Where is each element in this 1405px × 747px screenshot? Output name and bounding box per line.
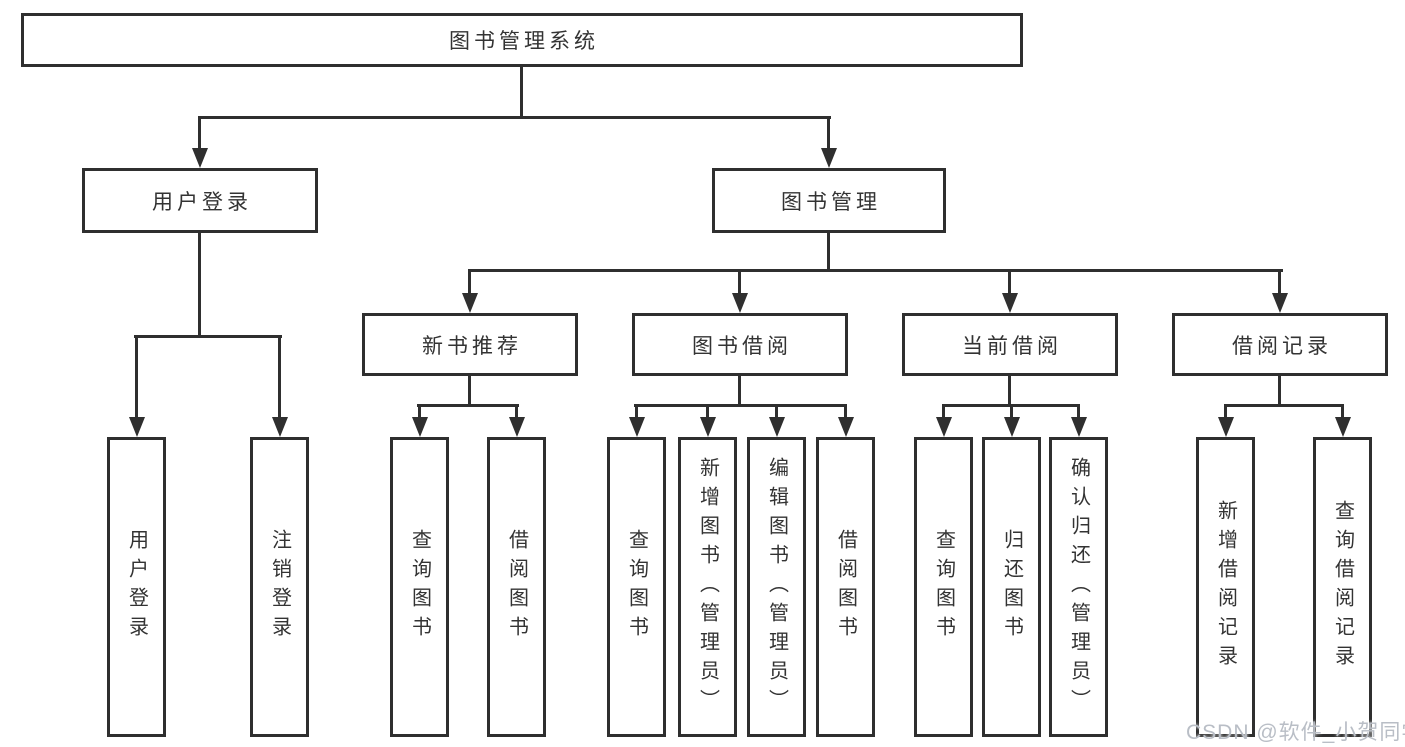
connector-to-borrow-record [1278, 269, 1281, 295]
arrow-down-icon [129, 417, 145, 437]
arrow-down-icon [1272, 293, 1288, 313]
connector-borrow-record-drop [1278, 374, 1281, 406]
leaf-currentborrow-query: 查询图书 [914, 437, 973, 737]
connector-to-leaf [706, 404, 709, 419]
arrow-down-icon [1002, 293, 1018, 313]
leaf-newbook-borrow: 借阅图书 [487, 437, 546, 737]
connector-current-borrow-drop [1008, 374, 1011, 406]
connector-to-user-login [198, 116, 201, 150]
connector-level3-rail [468, 269, 1283, 272]
arrow-down-icon [272, 417, 288, 437]
node-root: 图书管理系统 [21, 13, 1023, 67]
arrow-down-icon [732, 293, 748, 313]
node-new-book: 新书推荐 [362, 313, 578, 376]
node-book-borrow: 图书借阅 [632, 313, 848, 376]
leaf-user-login: 用户登录 [107, 437, 166, 737]
connector-borrow-record-rail [1224, 404, 1344, 407]
connector-to-leaf [1077, 404, 1080, 419]
arrow-down-icon [412, 417, 428, 437]
connector-to-leaf [635, 404, 638, 419]
arrow-down-icon [462, 293, 478, 313]
leaf-bookborrow-borrow: 借阅图书 [816, 437, 875, 737]
connector-to-leaf [775, 404, 778, 419]
connector-new-book-rail [417, 404, 519, 407]
arrow-down-icon [838, 417, 854, 437]
leaf-record-query: 查询借阅记录 [1313, 437, 1372, 737]
connector-new-book-drop [468, 374, 471, 406]
connector-to-leaf-logout [278, 335, 281, 419]
leaf-record-add: 新增借阅记录 [1196, 437, 1255, 737]
node-book-mgmt: 图书管理 [712, 168, 946, 233]
connector-level2-rail [198, 116, 831, 119]
leaf-bookborrow-add: 新增图书（管理员） [678, 437, 737, 737]
connector-to-leaf [1010, 404, 1013, 419]
leaf-currentborrow-return: 归还图书 [982, 437, 1041, 737]
connector-to-book-borrow [738, 269, 741, 295]
connector-to-new-book [468, 269, 471, 295]
connector-book-borrow-rail [634, 404, 846, 407]
arrow-down-icon [1004, 417, 1020, 437]
arrow-down-icon [1218, 417, 1234, 437]
node-user-login: 用户登录 [82, 168, 318, 233]
arrow-down-icon [769, 417, 785, 437]
arrow-down-icon [192, 148, 208, 168]
arrow-down-icon [936, 417, 952, 437]
connector-to-leaf [1341, 404, 1344, 419]
leaf-bookborrow-query: 查询图书 [607, 437, 666, 737]
connector-to-leaf [942, 404, 945, 419]
connector-book-mgmt-drop [827, 232, 830, 271]
node-current-borrow: 当前借阅 [902, 313, 1118, 376]
connector-to-leaf [844, 404, 847, 419]
connector-book-borrow-drop [738, 374, 741, 406]
leaf-bookborrow-edit: 编辑图书（管理员） [747, 437, 806, 737]
connector-to-leaf [515, 404, 518, 419]
csdn-watermark: CSDN @软件_小贺同学 [1186, 721, 1405, 744]
connector-to-current-borrow [1008, 269, 1011, 295]
leaf-newbook-query: 查询图书 [390, 437, 449, 737]
leaf-currentborrow-confirm: 确认归还（管理员） [1049, 437, 1108, 737]
connector-to-book-mgmt [827, 116, 830, 150]
arrow-down-icon [700, 417, 716, 437]
arrow-down-icon [509, 417, 525, 437]
arrow-down-icon [1335, 417, 1351, 437]
connector-root-drop [520, 67, 523, 118]
connector-to-leaf [418, 404, 421, 419]
connector-to-leaf-user-login [135, 335, 138, 419]
leaf-logout: 注销登录 [250, 437, 309, 737]
arrow-down-icon [629, 417, 645, 437]
connector-to-leaf [1224, 404, 1227, 419]
connector-user-login-drop [198, 232, 201, 337]
arrow-down-icon [821, 148, 837, 168]
node-borrow-record: 借阅记录 [1172, 313, 1388, 376]
arrow-down-icon [1071, 417, 1087, 437]
connector-user-login-rail [134, 335, 282, 338]
